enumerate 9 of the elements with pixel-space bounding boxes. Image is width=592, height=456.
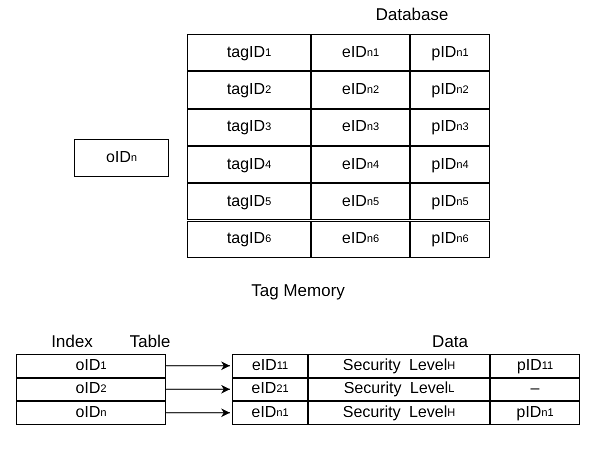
arrow — [166, 384, 230, 394]
table-title: Database — [376, 5, 448, 25]
table-cell: – — [490, 378, 580, 401]
table-title: Tag Memory — [251, 281, 345, 301]
column-header: Index — [51, 332, 93, 352]
column-header: Table — [130, 332, 170, 352]
arrow — [166, 408, 230, 418]
arrow — [166, 361, 230, 370]
column-header: Data — [432, 332, 468, 352]
